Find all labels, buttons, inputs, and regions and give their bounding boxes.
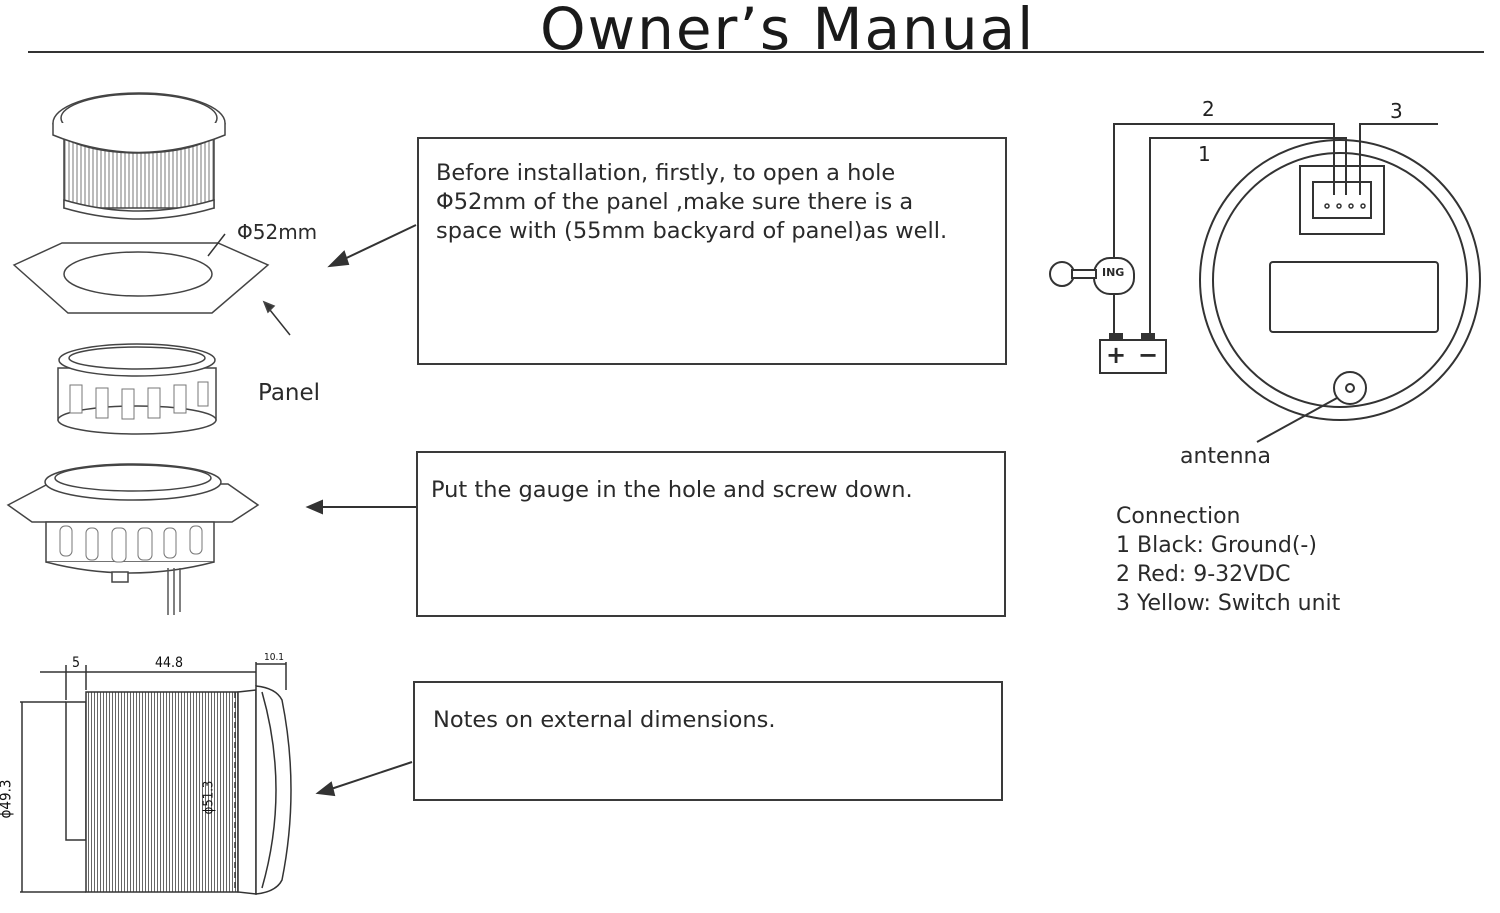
dim-outer-diameter-label: ϕ49.3 bbox=[0, 779, 15, 819]
connection-item-black: 1 Black: Ground(-) bbox=[1116, 533, 1317, 558]
dim-bezel-label: 10.1 bbox=[264, 652, 285, 663]
wire-3-number: 3 bbox=[1390, 99, 1403, 123]
panel-plate-illustration bbox=[12, 233, 291, 336]
step-arrows bbox=[305, 224, 417, 797]
wire-2-number: 2 bbox=[1202, 97, 1215, 121]
step-text-mounting: Put the gauge in the hole and screw down… bbox=[431, 477, 913, 503]
assembled-gauge-illustration bbox=[6, 463, 260, 615]
step-box-mounting: Put the gauge in the hole and screw down… bbox=[416, 451, 1006, 617]
title-underline bbox=[28, 51, 1484, 53]
ignition-label: ING bbox=[1102, 266, 1125, 279]
page-title: Owner’s Manual bbox=[540, 0, 1036, 63]
nut-ring-illustration bbox=[57, 343, 217, 435]
gauge-body-illustration bbox=[52, 92, 226, 220]
battery-minus-label: − bbox=[1138, 341, 1159, 369]
connection-item-yellow: 3 Yellow: Switch unit bbox=[1116, 591, 1341, 616]
dim-inner-diameter-label: ϕ51.3 bbox=[201, 780, 217, 815]
wire-1-number: 1 bbox=[1198, 142, 1211, 166]
wiring-diagram bbox=[1049, 123, 1481, 443]
step-box-installation: Before installation, firstly, to open a … bbox=[417, 137, 1007, 365]
step-box-dimensions: Notes on external dimensions. bbox=[413, 681, 1003, 801]
connection-legend: Connection 1 Black: Ground(-) 2 Red: 9-3… bbox=[1116, 502, 1340, 618]
dim-flange-label: 5 bbox=[72, 655, 81, 671]
battery-plus-label: + bbox=[1106, 341, 1127, 369]
panel-label: Panel bbox=[258, 380, 321, 406]
dim-body-label: 44.8 bbox=[155, 655, 184, 671]
step-text-dimensions: Notes on external dimensions. bbox=[433, 707, 776, 733]
connection-item-red: 2 Red: 9-32VDC bbox=[1116, 562, 1291, 587]
dimension-drawing bbox=[20, 662, 292, 895]
antenna-label: antenna bbox=[1180, 444, 1271, 469]
step-text-installation: Before installation, firstly, to open a … bbox=[436, 160, 948, 244]
hole-diameter-label: Φ52mm bbox=[237, 220, 318, 244]
connection-heading: Connection bbox=[1116, 504, 1241, 529]
